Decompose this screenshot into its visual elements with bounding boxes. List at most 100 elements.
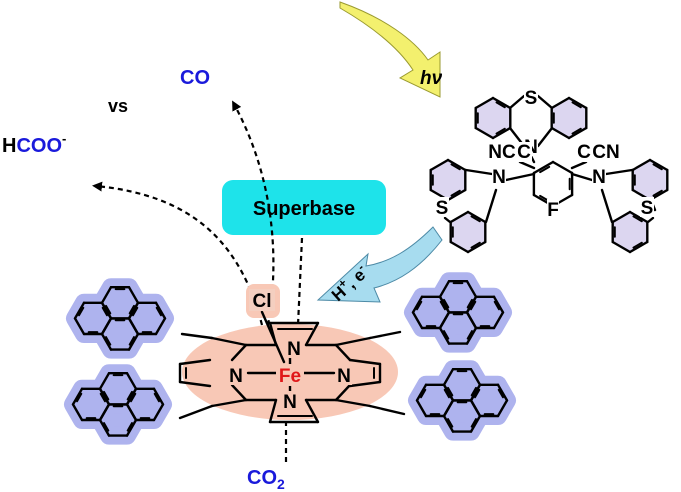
pyrene-bottom-right-ring-1-double-bond	[470, 386, 477, 397]
pc-bond	[600, 188, 614, 224]
pyrene-bottom-left-ring-0-bond	[71, 403, 84, 422]
pc-bond	[504, 172, 536, 182]
pc-ring-4-double-bond	[652, 189, 663, 197]
pyrene-top-right-ring-1-bond	[438, 295, 451, 314]
porphyrin-bond	[210, 398, 248, 408]
pyrene-bottom-left-ring-3-bond	[125, 403, 138, 422]
pyrene-bottom-right-ring-2-bond	[496, 399, 509, 418]
pc-ring-1-double-bond	[571, 127, 582, 135]
pc-bond	[646, 216, 655, 224]
pc-ring-5-bond	[611, 210, 632, 224]
pyrene-top-left-ring-1-bond	[127, 286, 140, 304]
photocatalyst-ring-fill	[430, 98, 668, 252]
pyrene-bottom-left-ring-1-double-bond	[126, 390, 133, 401]
pc-ring-5-bond	[628, 210, 649, 224]
porphyrin-bond	[304, 321, 320, 347]
pyrene-bottom-left-ring-2-bond	[152, 403, 165, 422]
superbase-dashed-line	[296, 237, 304, 326]
pyrene-bottom-right-ring-3-bond	[469, 399, 482, 418]
pyrene-top-right-ring-3-bond	[438, 326, 451, 345]
pc-ring-2-double-bond	[450, 163, 461, 171]
pyrene-top-right-ring-1-double-bond	[466, 298, 473, 309]
formate-h: H	[2, 135, 16, 157]
pyrene-top-left-ring-0-double-bond	[78, 306, 85, 317]
pyrene-top-left-ring-2-double-bond	[132, 306, 139, 317]
pyrene-top-right-ring-2-double-bond	[493, 300, 500, 311]
pc-ring-0-bond	[491, 126, 512, 140]
pyrene-bottom-left-ring-2-bond	[152, 387, 165, 406]
porphyrin-bond	[178, 404, 214, 420]
pyrene-bottom-left-ring-1-bond	[125, 372, 138, 390]
porphyrin-bond	[368, 404, 406, 416]
pyrene-top-right-ring-1-bond	[438, 280, 451, 298]
co2-main: CO	[247, 467, 277, 489]
pc-ring-fill-3	[450, 212, 486, 252]
pc-ring-1-bond	[550, 126, 571, 140]
porphyrin-bond	[230, 343, 248, 362]
electron-transfer-arrow	[316, 226, 443, 303]
versus-label: vs	[108, 96, 128, 116]
formate-charge: -	[62, 131, 66, 146]
pyrene-top-right-ring-1-double-bond	[443, 298, 450, 309]
pc-central-ring-bond	[532, 160, 555, 175]
pyrene-bottom-left-ring-1-bond	[98, 372, 111, 390]
pyrene-bottom-right-ring-1-bond	[442, 368, 455, 386]
pyrene-bottom-left-ring-0-bond	[71, 387, 84, 406]
porphyrin-bond	[178, 380, 212, 388]
pc-ring-4-bond	[648, 158, 669, 172]
pc-central-ring-double-bond	[539, 165, 551, 174]
pyrene-top-left-ring-0-bond	[73, 317, 86, 336]
pyrene-bottom-right-ring-2-double-bond	[497, 388, 504, 399]
pyrene-bottom-left-ring-1-double-bond	[103, 390, 110, 401]
pc-bond	[464, 168, 494, 176]
porphyrin-n-right: N	[337, 366, 351, 387]
pyrene-top-left-ring-3-double-bond	[128, 336, 135, 346]
pyrene-bottom-left-ring-2-bond	[125, 387, 138, 406]
porphyrin-bond	[334, 383, 352, 402]
porphyrin-bond	[334, 343, 352, 362]
pyrene-top-right-ring-0-bond	[411, 295, 424, 314]
pyrene-bottom-right-ring-0-bond	[415, 383, 428, 402]
pc-ring-2-double-bond	[450, 189, 461, 197]
light-h: h	[420, 68, 432, 89]
superbase-label: Superbase	[253, 198, 355, 220]
pc-nitrile-right-n: CN	[592, 142, 619, 163]
pc-ring-4-bond	[631, 158, 652, 172]
pyrene-bottom-right-ring-3-double-bond	[447, 418, 454, 428]
porphyrin-n-bottom: N	[283, 392, 297, 413]
pyrene-top-right-ring-1-bond	[465, 280, 478, 298]
pyrene-top-right-ring-2-bond	[465, 295, 478, 314]
pc-ring-3-double-bond	[470, 215, 481, 223]
porphyrin-bond	[334, 398, 372, 408]
pc-ring-4-double-bond	[652, 163, 663, 171]
pc-ring-fill-1	[551, 98, 587, 138]
pc-nitrogen-right: N	[592, 167, 606, 188]
pyrene-top-left-ring-1-double-bond	[128, 304, 135, 315]
pc-nitrile-right-bond	[570, 160, 588, 170]
light-arrow	[339, 1, 441, 98]
pyrene-top-left-ring-3-bond	[127, 317, 140, 336]
pc-ring-fill-0	[475, 98, 511, 138]
porphyrin-bond	[348, 380, 382, 388]
pc-sulfur-left: S	[436, 198, 449, 219]
pc-ring-fill-2	[430, 160, 466, 200]
pc-ring-1-double-bond	[571, 101, 582, 109]
pc-nitrile-right-c: C	[577, 142, 591, 163]
pyrene-bottom-right-ring-2-bond	[496, 383, 509, 402]
pc-bond	[443, 216, 452, 224]
pc-ring-5-bond	[611, 240, 632, 254]
superbase-box	[222, 180, 386, 235]
chloride-ligand: Cl	[253, 291, 272, 312]
pyrene-top-left-ring-2-bond	[154, 301, 167, 320]
pyrene-top-left-ring-1-bond	[100, 286, 113, 304]
pyrene-top-left-ring-0-double-bond	[101, 306, 108, 317]
pyrene-bottom-right-ring-1-bond	[442, 383, 455, 402]
porphyrin-n-top: N	[287, 339, 301, 360]
pyrene-top-right-ring-0-double-bond	[439, 300, 446, 311]
pyrene-top-left-ring-3-bond	[100, 332, 113, 351]
pyrene-top-right-ring-2-bond	[492, 295, 505, 314]
pyrene-bottom-left-ring-2-double-bond	[153, 392, 160, 403]
pc-ring-0-double-bond	[495, 101, 506, 109]
pc-ring-0-bond	[474, 96, 495, 110]
